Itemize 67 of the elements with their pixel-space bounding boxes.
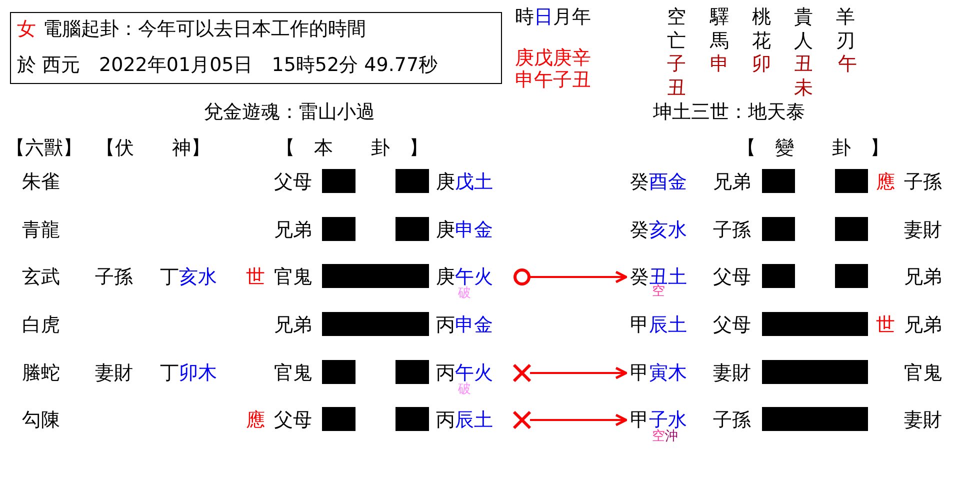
divination-title: 電腦起卦：今年可以去日本工作的時間 xyxy=(43,17,366,41)
shensha-value: 申 xyxy=(710,52,729,76)
relation-label: 父母 xyxy=(713,265,751,289)
relation-label: 兄弟 xyxy=(904,313,942,337)
pillar-heading: 時日月年 xyxy=(515,5,591,29)
branch-label: 甲寅木 xyxy=(630,361,687,385)
relation-label: 兄弟 xyxy=(274,313,312,337)
relation-label: 官鬼 xyxy=(274,265,312,289)
shensha-value: 丑未 xyxy=(794,52,813,100)
branch-label: 丙辰土 xyxy=(436,408,493,432)
branch-label: 庚申金 xyxy=(436,218,493,242)
shensha-label: 貴人 xyxy=(794,5,813,53)
shensha-value: 子丑 xyxy=(667,52,686,100)
spirit-label: 玄武 xyxy=(22,265,60,289)
date-time-text: 於 西元 2022年01月05日 15時52分 49.77秒 xyxy=(17,53,438,77)
hexagram-name: 兌金遊魂：雷山小過 xyxy=(204,100,375,124)
line-marker: 應 xyxy=(246,408,265,432)
pillar-branches: 申午子丑 xyxy=(515,68,591,92)
annotation-text: 破 xyxy=(458,383,471,397)
branch-label: 丁卯木 xyxy=(160,361,217,385)
line-marker: 世 xyxy=(246,265,265,289)
shensha-value: 卯 xyxy=(752,52,771,76)
relation-label: 子孫 xyxy=(904,170,942,194)
line-marker: 應 xyxy=(876,170,895,194)
relation-label: 父母 xyxy=(713,313,751,337)
relation-label: 妻財 xyxy=(904,408,942,432)
relation-label: 兄弟 xyxy=(274,218,312,242)
relation-label: 子孫 xyxy=(713,218,751,242)
branch-label: 丙申金 xyxy=(436,313,493,337)
branch-label: 癸酉金 xyxy=(630,170,687,194)
line-marker: 世 xyxy=(876,313,895,337)
spirit-label: 白虎 xyxy=(22,313,60,337)
pillar-stems: 庚戊庚辛 xyxy=(515,46,591,70)
spirit-label: 朱雀 xyxy=(22,170,60,194)
spirit-label: 勾陳 xyxy=(22,408,60,432)
branch-label: 丁亥水 xyxy=(160,265,217,289)
branch-label: 甲辰土 xyxy=(630,313,687,337)
relation-label: 官鬼 xyxy=(904,361,942,385)
relation-label: 妻財 xyxy=(95,361,133,385)
branch-label: 庚戊土 xyxy=(436,170,493,194)
branch-label: 癸亥水 xyxy=(630,218,687,242)
spirit-label: 青龍 xyxy=(22,218,60,242)
shensha-label: 空亡 xyxy=(667,5,686,53)
relation-label: 兄弟 xyxy=(713,170,751,194)
shensha-label: 羊刃 xyxy=(836,5,855,53)
relation-label: 兄弟 xyxy=(904,265,942,289)
header-box xyxy=(10,12,502,84)
relation-label: 子孫 xyxy=(95,265,133,289)
shensha-label: 驛馬 xyxy=(710,5,729,53)
column-heading: 【六獸】 xyxy=(6,136,82,160)
annotation-text: 空 xyxy=(652,285,665,299)
relation-label: 父母 xyxy=(274,170,312,194)
relation-label: 妻財 xyxy=(904,218,942,242)
gender-label: 女 xyxy=(17,17,36,41)
shensha-label: 桃花 xyxy=(752,5,771,53)
shensha-value: 午 xyxy=(838,52,857,76)
annotation-text: 破 xyxy=(458,287,471,301)
relation-label: 子孫 xyxy=(713,408,751,432)
spirit-label: 螣蛇 xyxy=(22,361,60,385)
relation-label: 父母 xyxy=(274,408,312,432)
column-heading: 【伏 神】 xyxy=(96,136,210,160)
relation-label: 官鬼 xyxy=(274,361,312,385)
hexagram-name: 坤土三世：地天泰 xyxy=(653,100,805,124)
relation-label: 妻財 xyxy=(713,361,751,385)
column-heading: 【 變 卦 】 xyxy=(737,136,889,160)
column-heading: 【 本 卦 】 xyxy=(276,136,428,160)
annotation-text: 空沖 xyxy=(652,430,678,444)
